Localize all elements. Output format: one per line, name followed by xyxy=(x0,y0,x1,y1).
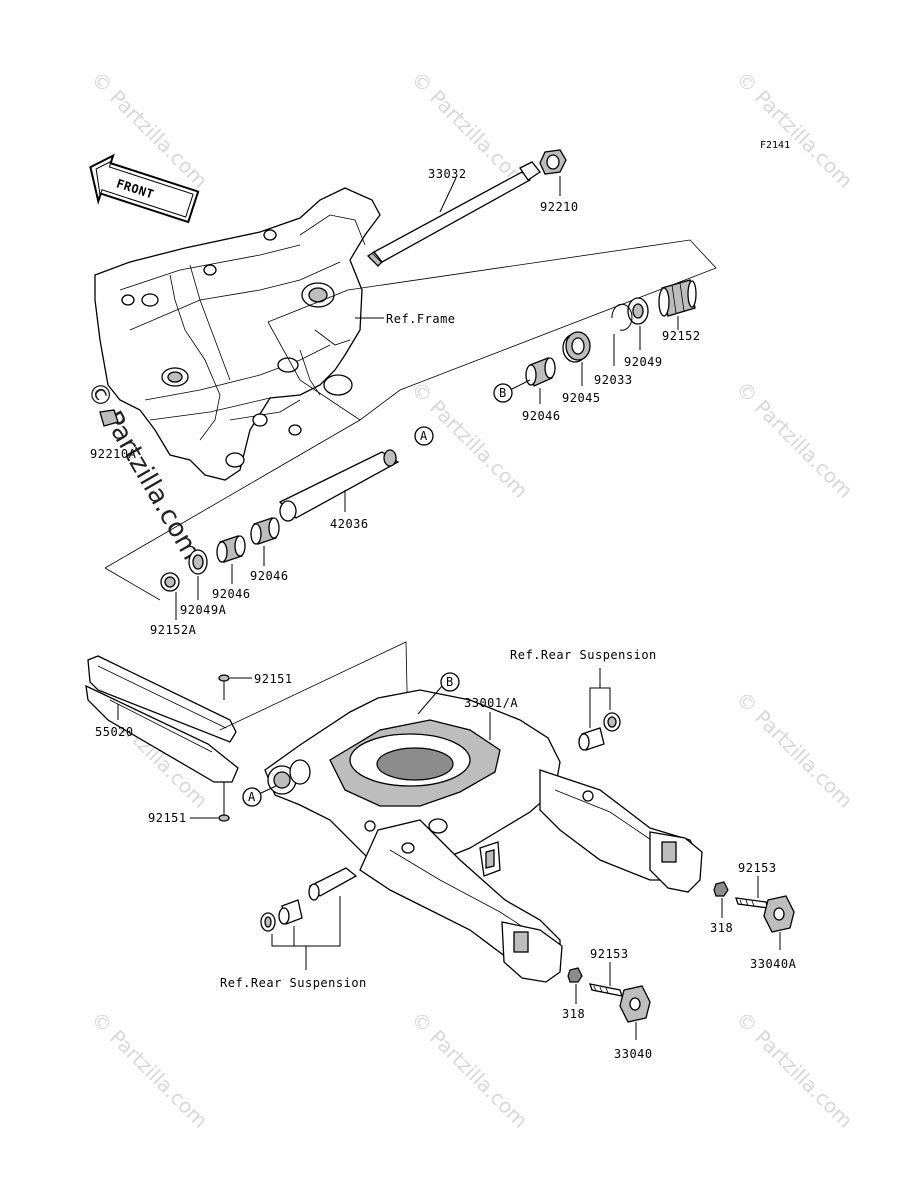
collar-92152A xyxy=(160,572,180,592)
label-92046-low: 92046 xyxy=(212,587,251,601)
explode-guide xyxy=(267,289,349,323)
rear-suspension-bushing-bottom xyxy=(260,867,358,932)
front-direction-badge: FRONT xyxy=(89,153,200,224)
frame-drawing xyxy=(94,187,381,481)
swingarm-33001 xyxy=(264,689,703,983)
bolt-92153-bottom xyxy=(589,983,623,997)
watermark: © Partzilla.com xyxy=(731,377,857,503)
nut-318-right xyxy=(713,881,729,897)
callout-A-lower: A xyxy=(242,785,277,807)
label-92153-right: 92153 xyxy=(738,861,777,875)
label-ref-rear-top: Ref.Rear Suspension xyxy=(510,648,657,662)
leader-33032 xyxy=(439,177,457,213)
label-33040: 33040 xyxy=(614,1047,653,1061)
bearing-92045 xyxy=(562,331,591,363)
label-92210A: 92210A xyxy=(90,447,137,461)
label-92152A: 92152A xyxy=(150,623,197,637)
label-92049: 92049 xyxy=(624,355,663,369)
needle-bearing-92046-low xyxy=(216,535,246,563)
nut-92210A xyxy=(99,409,119,427)
circlip-92033 xyxy=(611,303,633,331)
label-92210: 92210 xyxy=(540,200,579,214)
watermark: © Partzilla.com xyxy=(406,67,532,193)
label-92153-bot: 92153 xyxy=(590,947,629,961)
svg-text:A: A xyxy=(248,790,256,804)
watermark: © Partzilla.com xyxy=(731,1007,857,1133)
sleeve-42036 xyxy=(278,449,400,522)
label-33001: 33001/A xyxy=(464,696,518,710)
label-92046-top: 92046 xyxy=(522,409,561,423)
label-ref-rear-bot: Ref.Rear Suspension xyxy=(220,976,367,990)
screw-92151-top xyxy=(218,674,230,700)
svg-text:B: B xyxy=(499,386,507,400)
callout-B-top: B xyxy=(493,379,531,403)
label-55020: 55020 xyxy=(95,725,134,739)
collar-92152 xyxy=(658,279,697,317)
label-92152: 92152 xyxy=(662,329,701,343)
seal-92049 xyxy=(627,297,649,325)
label-92045: 92045 xyxy=(562,391,601,405)
nut-92210 xyxy=(539,149,567,175)
watermark: © Partzilla.com xyxy=(731,67,857,193)
explode-guide-lower xyxy=(104,419,361,569)
callout-B-lower: B xyxy=(417,672,460,715)
adjuster-plate-33040A xyxy=(763,895,795,933)
nut-318-bottom xyxy=(567,967,583,983)
label-92151-top: 92151 xyxy=(254,672,293,686)
screw-92151-bottom xyxy=(218,782,230,822)
needle-bearing-92046-top xyxy=(525,357,556,387)
figure-code: F2141 xyxy=(760,140,790,151)
svg-text:B: B xyxy=(446,675,454,689)
callout-A-top: A xyxy=(414,426,434,446)
label-92046-mid: 92046 xyxy=(250,569,289,583)
label-318-bot: 318 xyxy=(562,1007,585,1021)
rear-suspension-bushing-top xyxy=(578,712,621,751)
watermark: © Partzilla.com xyxy=(406,1007,532,1133)
label-318-right: 318 xyxy=(710,921,733,935)
adjuster-plate-33040 xyxy=(619,985,651,1023)
label-92033: 92033 xyxy=(594,373,633,387)
label-42036: 42036 xyxy=(330,517,369,531)
needle-bearing-92046-mid xyxy=(250,517,280,545)
watermark: © Partzilla.com xyxy=(86,1007,212,1133)
label-92151-bot: 92151 xyxy=(148,811,187,825)
label-33032: 33032 xyxy=(428,167,467,181)
label-33040A: 33040A xyxy=(750,957,797,971)
chain-guard-55020 xyxy=(85,655,239,783)
svg-text:A: A xyxy=(420,429,428,443)
seal-92049A xyxy=(188,549,208,575)
ref-frame-label: Ref.Frame xyxy=(386,312,456,326)
bolt-92153-right xyxy=(735,897,769,909)
pivot-shaft-33032 xyxy=(366,161,541,267)
label-92049A: 92049A xyxy=(180,603,227,617)
watermark: © Partzilla.com xyxy=(731,687,857,813)
watermark-layer: © Partzilla.com © Partzilla.com © Partzi… xyxy=(80,67,858,1133)
